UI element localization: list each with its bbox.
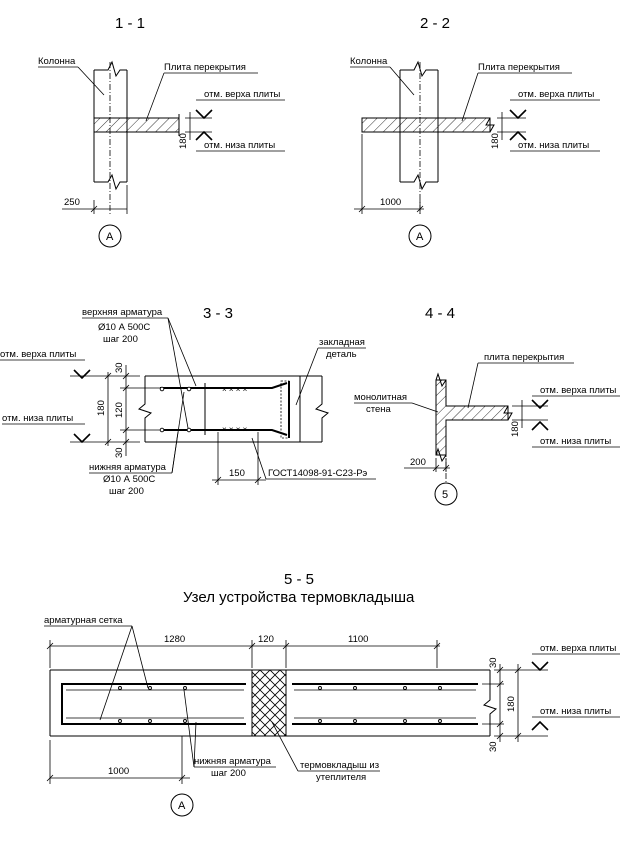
top-rebar-spec: Ø10 А 500С: [98, 322, 150, 333]
bottom-elevation-label: отм. низа плиты: [2, 413, 73, 424]
section-title: 3 - 3: [203, 305, 233, 322]
slab-label: плита перекрытия: [484, 352, 564, 363]
section-5-5: 5 - 5 Узел устройства термовкладыша: [44, 571, 620, 817]
wall-label-1: монолитная: [354, 392, 407, 403]
top-rebar-label: верхняя арматура: [82, 307, 163, 318]
section-3-3: 3 - 3 × × × × × × × × верхняя арматура Ø…: [0, 305, 376, 497]
top-rebar-step: шаг 200: [103, 334, 138, 345]
dim-1000: 1000: [108, 766, 129, 777]
section-2-2: 2 - 2 Колонна Плита перекрытия отм. верх…: [350, 15, 600, 248]
dim-30-bottom: 30: [488, 741, 499, 752]
section-4-4: 4 - 4 плита перекрытия монолитная стена …: [354, 305, 620, 506]
thickness-dim: 180: [510, 421, 521, 437]
bottom-rebar-step: шаг 200: [211, 768, 246, 779]
thickness-dim: 180: [490, 133, 501, 149]
dim-150: 150: [229, 468, 245, 479]
column-label: Колонна: [38, 56, 76, 67]
dim-30-top: 30: [488, 657, 499, 668]
bottom-rebar-step: шаг 200: [109, 486, 144, 497]
section-1-1: 1 - 1 Колонна Плита перекрытия отм. верх…: [38, 15, 285, 248]
mesh-label: арматурная сетка: [44, 615, 123, 626]
insert-label-1: термовкладыш из: [300, 760, 379, 771]
top-elevation-label: отм. верха плиты: [0, 349, 77, 360]
top-elevation-label: отм. верха плиты: [540, 385, 617, 396]
dim-180: 180: [96, 400, 107, 416]
dim-1280: 1280: [164, 634, 185, 645]
slab: [361, 117, 491, 133]
section-title: 5 - 5: [284, 571, 314, 588]
section-title: 4 - 4: [425, 305, 455, 322]
wall-label-2: стена: [366, 404, 392, 415]
slab-label: Плита перекрытия: [478, 62, 560, 73]
dim-30-bottom: 30: [114, 447, 125, 458]
bottom-elevation-label: отм. низа плиты: [540, 706, 611, 717]
section-subtitle: Узел устройства термовкладыша: [183, 589, 415, 606]
dim-1100: 1100: [348, 634, 368, 645]
dim-30-top: 30: [114, 362, 125, 373]
gost-label: ГОСТ14098-91-С23-Рэ: [268, 468, 367, 479]
offset-dim: 250: [64, 197, 80, 208]
bottom-elevation-label: отм. низа плиты: [204, 140, 275, 151]
embedded-label-1: закладная: [319, 337, 365, 348]
dim-120: 120: [114, 402, 125, 418]
top-elevation-label: отм. верха плиты: [204, 89, 281, 100]
thickness-dim: 180: [178, 133, 189, 149]
section-title: 2 - 2: [420, 15, 450, 32]
embedded-plate: [280, 380, 290, 439]
offset-dim: 200: [410, 457, 426, 468]
bottom-rebar: [160, 429, 288, 436]
top-elevation-label: отм. верха плиты: [518, 89, 595, 100]
axis-marker: [408, 224, 432, 248]
top-rebar: [160, 382, 288, 389]
thermal-insert: [251, 669, 287, 737]
dim-120: 120: [258, 634, 274, 645]
section-title: 1 - 1: [115, 15, 145, 32]
axis-label: А: [178, 800, 186, 812]
column-label: Колонна: [350, 56, 388, 67]
dim-180: 180: [506, 696, 517, 712]
slab: [93, 117, 180, 133]
axis-marker: [434, 482, 458, 506]
bottom-rebar-spec: Ø10 А 500С: [103, 474, 155, 485]
axis-marker: [170, 793, 194, 817]
axis-label: 5: [442, 489, 448, 501]
column: [93, 60, 128, 215]
slab-label: Плита перекрытия: [164, 62, 246, 73]
axis-label: А: [106, 231, 114, 243]
axis-label: А: [416, 231, 424, 243]
weld-marks: × × × ×: [222, 385, 248, 394]
axis-marker: [98, 224, 122, 248]
bottom-rebar-label: нижняя арматура: [89, 462, 167, 473]
offset-dim: 1000: [380, 197, 401, 208]
bottom-rebar-label: нижняя арматура: [194, 756, 272, 767]
bottom-elevation-label: отм. низа плиты: [540, 436, 611, 447]
top-elevation-label: отм. верха плиты: [540, 643, 617, 654]
insert-label-2: утеплителя: [316, 772, 366, 783]
embedded-label-2: деталь: [326, 349, 357, 360]
weld-marks: × × × ×: [222, 425, 248, 434]
bottom-elevation-label: отм. низа плиты: [518, 140, 589, 151]
